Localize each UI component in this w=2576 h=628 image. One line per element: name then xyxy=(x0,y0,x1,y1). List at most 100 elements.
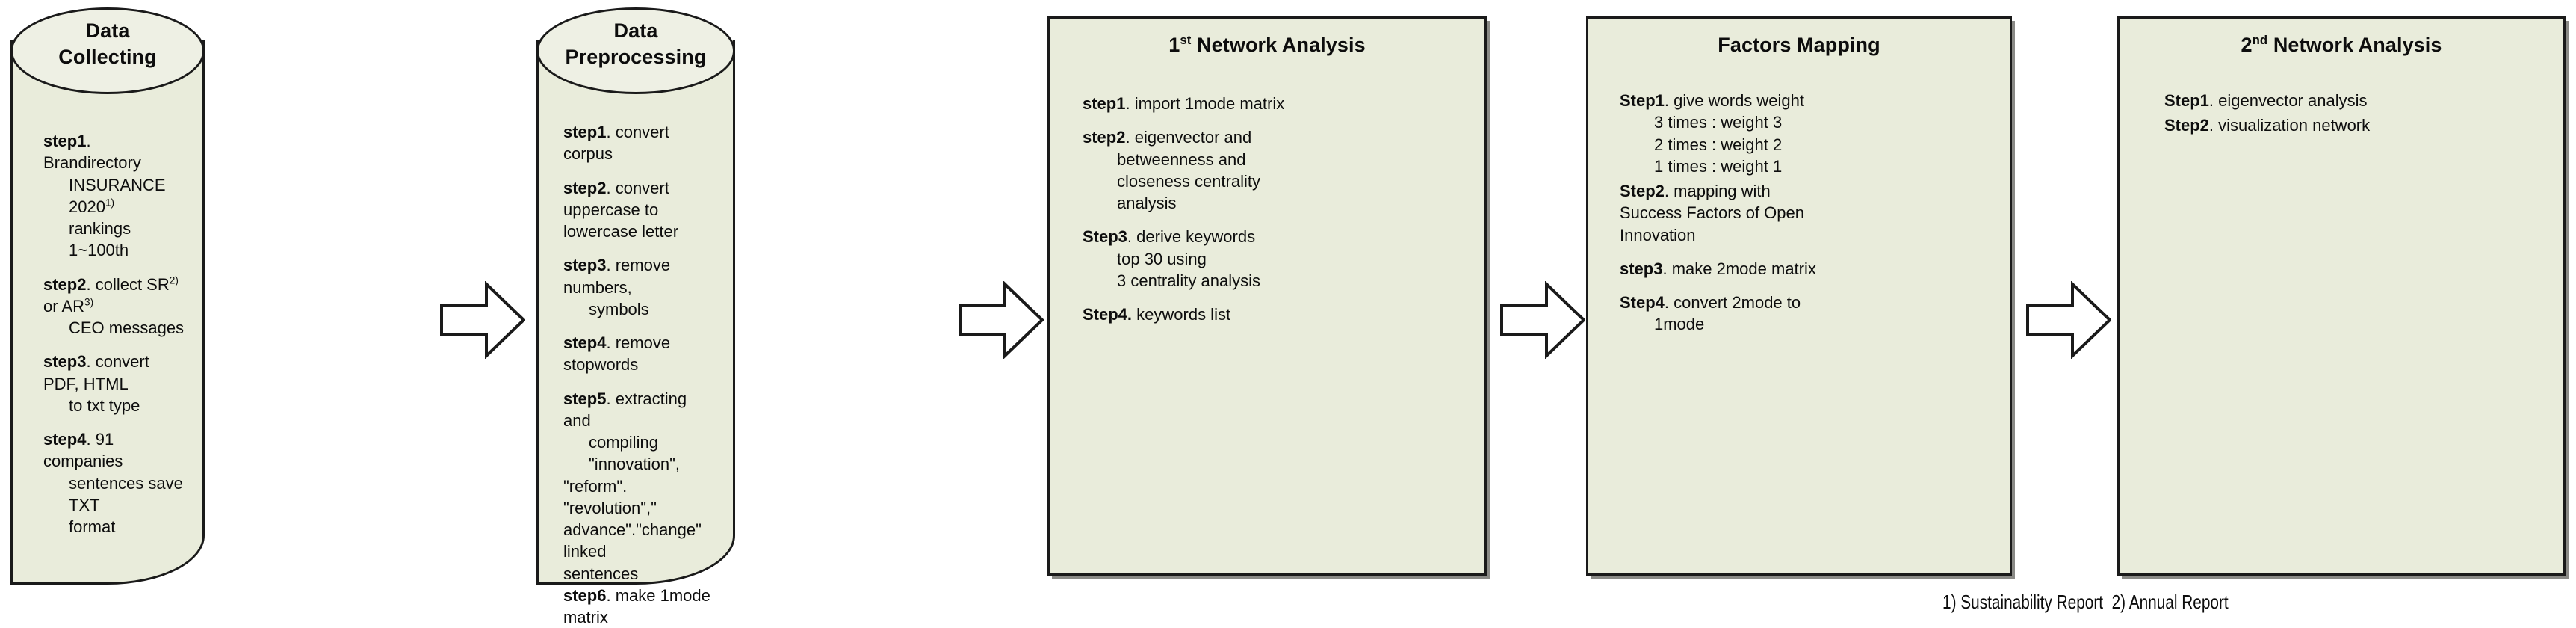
step-item: step5. extracting and compiling "innovat… xyxy=(563,388,716,585)
step-text: . convert PDF, HTML xyxy=(43,352,149,393)
step-text: . remove stopwords xyxy=(563,333,671,375)
footnote-legend: 1) Sustainability Report 2) Annual Repor… xyxy=(1942,591,2229,613)
stage-data-collecting[interactable]: Data Collecting step1. Brandirectory INS… xyxy=(10,7,205,585)
stage-first-network-analysis[interactable]: 1st Network Analysis step1. import 1mode… xyxy=(1047,16,1487,576)
step-subline: rankings 1~100th xyxy=(69,219,131,260)
stage-content: Step1. eigenvector analysis Step2. visua… xyxy=(2120,57,2563,137)
step-subline: 1 times : weight 1 xyxy=(1654,156,1783,176)
title-ordinal-number: 1 xyxy=(1168,34,1180,56)
step-subline: format xyxy=(69,517,116,536)
step-label: step1 xyxy=(563,123,607,141)
step-label: Step1 xyxy=(2164,91,2209,110)
stage-factors-mapping[interactable]: Factors Mapping Step1. give words weight… xyxy=(1586,16,2012,576)
stage-title-data-preprocessing: Data Preprocessing xyxy=(536,18,735,70)
arrow-2-to-3 xyxy=(959,281,1044,359)
step-item: step3. make 2mode matrix xyxy=(1620,258,1993,280)
stage-content: Step1. give words weight 3 times : weigh… xyxy=(1588,57,2010,336)
step-subline: "reform". "revolution"," xyxy=(563,476,657,517)
step-label: step1 xyxy=(43,132,87,150)
step-item: step4. 91 companies sentences save TXT f… xyxy=(43,428,185,538)
step-list: step1. Brandirectory INSURANCE 20201) ra… xyxy=(43,130,185,538)
step-text: keywords list xyxy=(1132,305,1231,324)
step-text: . remove numbers, xyxy=(563,256,671,297)
step-item: step1. Brandirectory INSURANCE 20201) ra… xyxy=(43,130,185,262)
stage-title-second-network-analysis: 2nd Network Analysis xyxy=(2120,34,2563,57)
stage-data-preprocessing[interactable]: Data Preprocessing step1. convert corpus… xyxy=(536,7,735,627)
step-label: step6 xyxy=(563,585,607,605)
cylinder-top-ellipse xyxy=(536,7,735,94)
step-subline: CEO messages xyxy=(69,318,185,337)
step-label: Step4. xyxy=(1083,305,1133,324)
arrow-4-to-5 xyxy=(2026,281,2111,359)
step-subline: sentences xyxy=(563,564,639,583)
title-line-2: Collecting xyxy=(58,46,157,69)
right-arrow-icon xyxy=(440,281,525,359)
title-line-2: Preprocessing xyxy=(565,46,707,69)
step-label: step4 xyxy=(563,333,607,352)
step-subline: symbols xyxy=(589,299,649,318)
stage-second-network-analysis[interactable]: 2nd Network Analysis Step1. eigenvector … xyxy=(2117,16,2566,576)
step-subline: sentences save TXT xyxy=(69,473,183,514)
step-list: Step1. eigenvector analysis Step2. visua… xyxy=(2164,90,2547,137)
step-label: step5 xyxy=(563,389,607,408)
step-text: . derive keywords xyxy=(1127,227,1256,247)
step-item: step2. eigenvector and betweenness and c… xyxy=(1083,126,1468,214)
step-text: . collect SR xyxy=(86,274,170,294)
step-subline: closeness centrality xyxy=(1117,171,1260,191)
step-text: . 91 companies xyxy=(43,430,123,471)
step-label: Step3 xyxy=(1083,227,1127,247)
step-item: step3. remove numbers, symbols xyxy=(563,254,716,320)
step-label: Step2 xyxy=(1620,182,1665,200)
step-subline: compiling "innovation", xyxy=(589,433,681,474)
step-text: . import 1mode matrix xyxy=(1125,94,1285,113)
right-arrow-icon xyxy=(959,281,1044,359)
arrow-1-to-2 xyxy=(440,281,525,359)
step-subline: betweenness and xyxy=(1117,150,1246,169)
step-text: . make 2mode matrix xyxy=(1662,259,1816,278)
step-list: step1. import 1mode matrix step2. eigenv… xyxy=(1083,93,1468,325)
step-text: . mapping with xyxy=(1664,182,1771,200)
right-arrow-icon xyxy=(1500,281,1585,359)
arrow-3-to-4 xyxy=(1500,281,1585,359)
step-item: Step3. derive keywords top 30 using 3 ce… xyxy=(1083,226,1468,292)
step-text: . make 1mode matrix xyxy=(563,585,710,627)
title-ordinal-number: 2 xyxy=(2241,34,2253,56)
step-item: Step2. visualization network xyxy=(2164,114,2547,136)
footnote-marker: 1) xyxy=(105,197,115,209)
title-ordinal-suffix: st xyxy=(1180,33,1192,47)
step-item: Step4. keywords list xyxy=(1083,304,1468,325)
step-item: step2. convert uppercase to lowercase le… xyxy=(563,177,716,243)
step-text: . visualization network xyxy=(2208,116,2371,135)
stage-title-factors-mapping: Factors Mapping xyxy=(1718,34,1880,56)
step-label: step2 xyxy=(1083,128,1126,147)
step-item: Step1. eigenvector analysis xyxy=(2164,90,2547,111)
step-text-continued: or AR xyxy=(43,296,85,315)
step-text: . convert corpus xyxy=(563,123,669,164)
right-arrow-icon xyxy=(2026,281,2111,359)
stage-content: step1. Brandirectory INSURANCE 20201) ra… xyxy=(10,103,205,585)
step-subline: INSURANCE 20201) xyxy=(69,175,166,216)
step-text: . convert 2mode to xyxy=(1664,293,1801,312)
step-text: . eigenvector analysis xyxy=(2208,91,2368,110)
title-line-1: Data xyxy=(85,19,130,42)
stage-title-first-network-analysis: 1st Network Analysis xyxy=(1050,34,1484,57)
step-subline: Success Factors of Open xyxy=(1620,203,1804,223)
cylinder-top-ellipse xyxy=(10,7,205,94)
stage-title-data-collecting: Data Collecting xyxy=(10,18,205,70)
step-subline: advance"."change" linked xyxy=(563,520,702,561)
step-item: Step1. give words weight 3 times : weigh… xyxy=(1620,90,1993,177)
step-item: step1. import 1mode matrix xyxy=(1083,93,1468,114)
step-subline: 2 times : weight 2 xyxy=(1654,135,1783,154)
step-text: . convert uppercase to xyxy=(563,178,669,219)
title-line-1: Data xyxy=(613,19,658,42)
step-label: step3 xyxy=(563,256,607,275)
footnote-marker: 3) xyxy=(84,296,94,308)
title-text: Network Analysis xyxy=(2267,34,2442,56)
step-subline: Innovation xyxy=(1620,225,1696,244)
step-subline: analysis xyxy=(1117,194,1177,212)
stage-content: step1. convert corpus step2. convert upp… xyxy=(536,103,735,627)
step-subline: lowercase letter xyxy=(563,222,679,241)
stage-content: step1. import 1mode matrix step2. eigenv… xyxy=(1050,57,1484,325)
step-text: . extracting and xyxy=(563,389,687,430)
title-text: Network Analysis xyxy=(1191,34,1366,56)
